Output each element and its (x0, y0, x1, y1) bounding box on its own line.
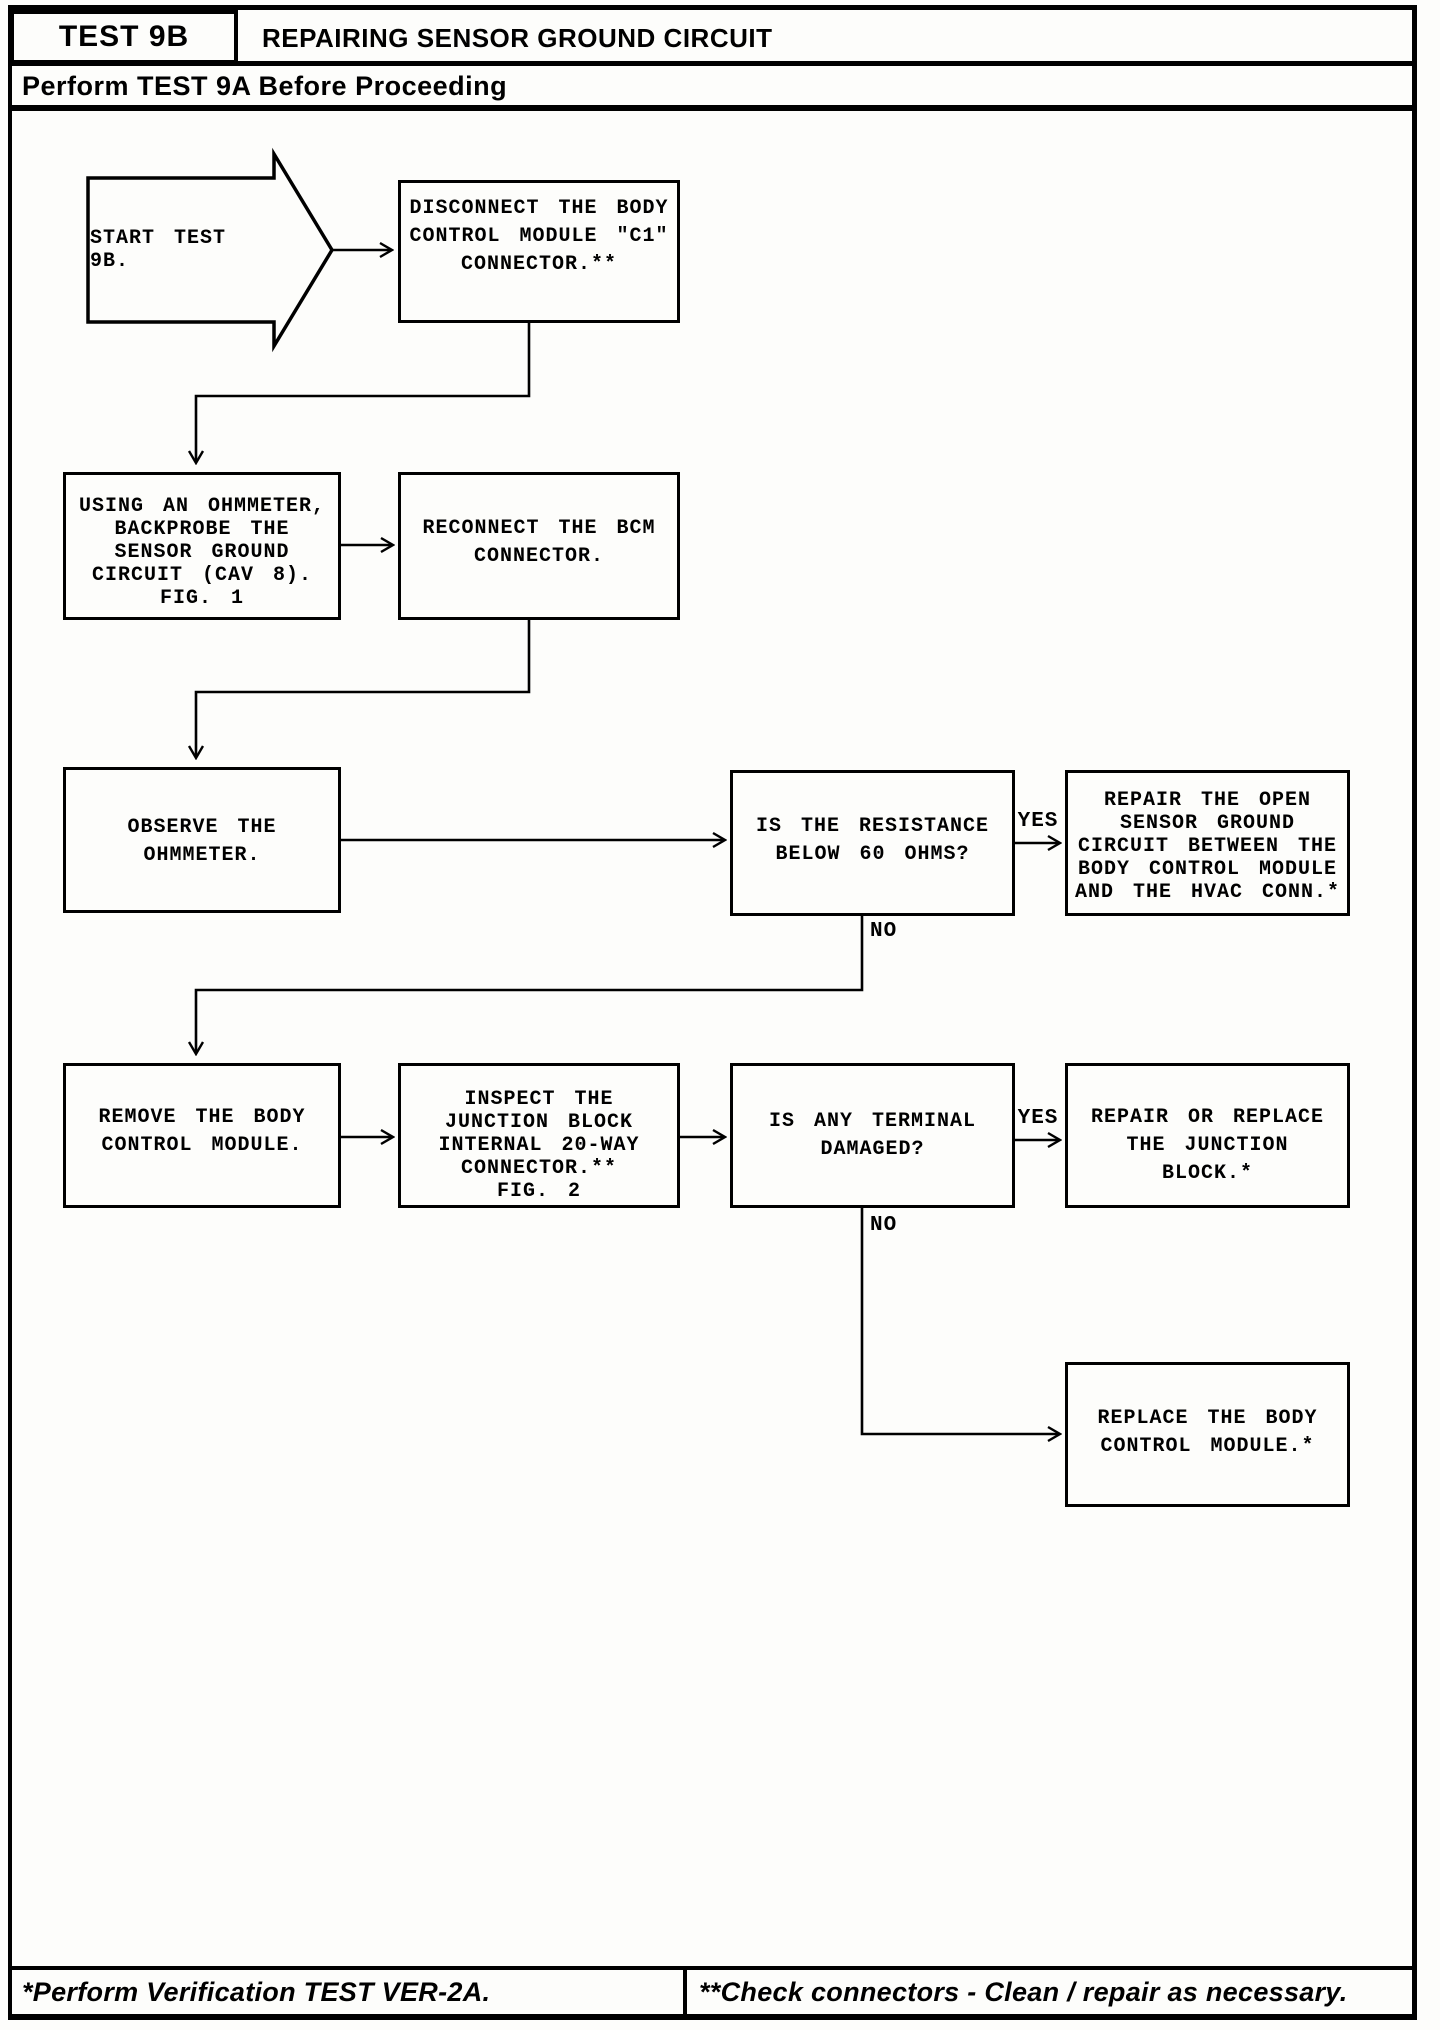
start-banner-shape (86, 147, 335, 353)
page-border-top (8, 5, 1417, 10)
branch-label-yes-terminal: YES (1017, 1107, 1059, 1130)
node-reconnect-bcm: RECONNECT THE BCM CONNECTOR. (398, 472, 680, 620)
page-subtitle: Perform TEST 9A Before Proceeding (22, 70, 508, 101)
branch-label-no-terminal: NO (870, 1214, 898, 1237)
page-border-left (8, 5, 12, 2020)
footer-rule (8, 1966, 1417, 1970)
node-observe-ohmmeter: OBSERVE THE OHMMETER. (63, 767, 341, 913)
page-border-right (1412, 5, 1417, 2020)
test-id-label: TEST 9B (58, 20, 190, 53)
node-terminal-damaged-question: IS ANY TERMINAL DAMAGED? (730, 1063, 1015, 1208)
node-repair-open-circuit: REPAIR THE OPEN SENSOR GROUND CIRCUIT BE… (1065, 770, 1350, 916)
test-id-box: TEST 9B (10, 10, 238, 64)
footer-left-note: *Perform Verification TEST VER-2A. (22, 1976, 491, 2007)
header-title-rule (8, 61, 1412, 66)
page-title: REPAIRING SENSOR GROUND CIRCUIT (262, 22, 773, 53)
start-banner-label: START TEST 9B. (90, 227, 227, 273)
page-border-bottom (8, 2014, 1417, 2020)
footer-right-note: **Check connectors - Clean / repair as n… (699, 1976, 1348, 2007)
branch-label-yes-resistance: YES (1017, 810, 1059, 833)
node-disconnect-c1-connector: DISCONNECT THE BODY CONTROL MODULE "C1" … (398, 180, 680, 323)
node-repair-junction-block: REPAIR OR REPLACE THE JUNCTION BLOCK.* (1065, 1063, 1350, 1208)
node-remove-bcm: REMOVE THE BODY CONTROL MODULE. (63, 1063, 341, 1208)
node-resistance-question: IS THE RESISTANCE BELOW 60 OHMS? (730, 770, 1015, 916)
footer-divider (683, 1966, 687, 2018)
branch-label-no-resistance: NO (870, 920, 898, 943)
node-backprobe-sensor-ground: USING AN OHMMETER, BACKPROBE THE SENSOR … (63, 472, 341, 620)
node-replace-bcm: REPLACE THE BODY CONTROL MODULE.* (1065, 1362, 1350, 1507)
header-subtitle-rule (8, 105, 1412, 111)
node-inspect-junction-block: INSPECT THE JUNCTION BLOCK INTERNAL 20-W… (398, 1063, 680, 1208)
